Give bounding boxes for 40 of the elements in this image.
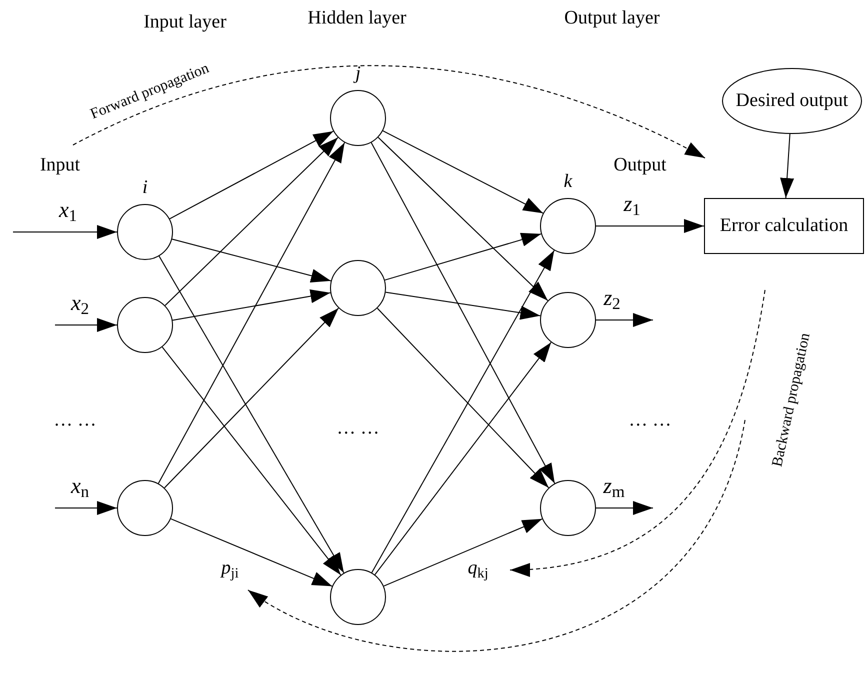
text-label: Input layer [144,12,226,32]
arrow [382,130,544,214]
arrow [374,342,552,576]
node-label: Desired output [736,88,848,113]
text-label: Input [40,156,80,174]
text-label: … … [628,410,672,430]
node-label: Error calculation [720,214,848,238]
arrow [54,318,118,332]
arrow [172,289,331,321]
arrow [170,518,333,587]
arrow [164,308,340,488]
arrow [384,232,542,281]
arrow [12,225,118,239]
arrow [780,133,794,198]
arrow [169,130,334,220]
arrow [54,501,118,515]
arrow [371,250,555,574]
text-label: … … [54,410,96,430]
arrow [158,256,344,574]
arrow [370,142,556,484]
text-label: Backward propagation [770,332,814,468]
arrow [164,137,338,306]
process-box [704,198,864,254]
arrow [385,292,541,320]
index-label: j [355,64,361,83]
text-label: … … [336,418,380,438]
arrow [162,346,342,576]
arrow [376,308,550,488]
arrow [172,238,332,283]
text-label: Output [614,156,666,174]
text-label: Output layer [564,8,660,28]
text-label: Hidden layer [308,8,406,28]
arrow [596,219,704,233]
index-label: k [564,172,572,191]
arrow [383,518,543,587]
arrow [378,136,548,302]
arrow [596,501,654,515]
arrow [158,142,346,484]
index-label: i [142,178,148,197]
arrow [596,313,654,327]
